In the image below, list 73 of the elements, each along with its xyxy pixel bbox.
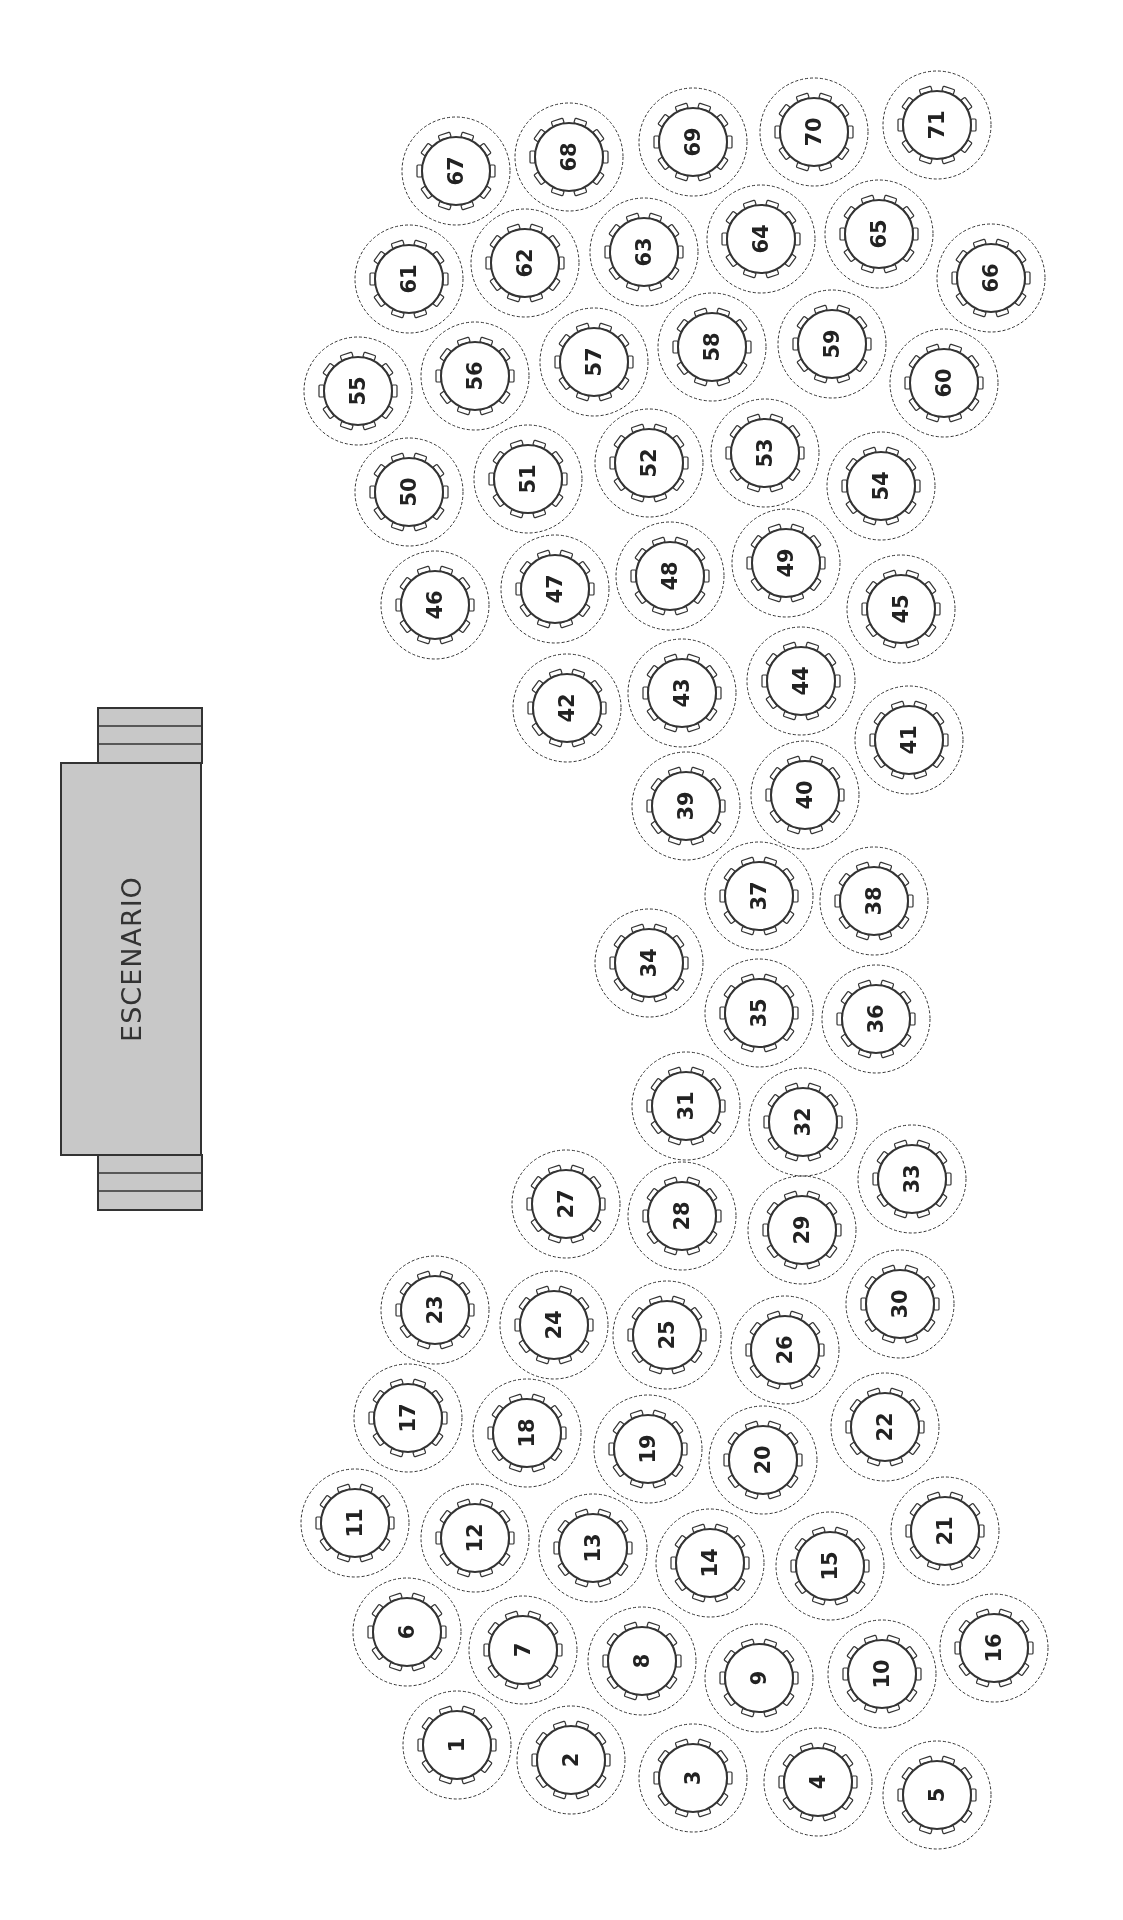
table-number: 22	[873, 1412, 898, 1442]
table-number: 45	[889, 594, 914, 624]
table-number: 65	[867, 219, 892, 249]
table-number: 36	[863, 1004, 888, 1034]
table-number: 48	[657, 560, 682, 591]
stage-label: ESCENARIO	[115, 876, 147, 1042]
table-number: 68	[557, 142, 582, 172]
table-number: 37	[747, 881, 772, 912]
table-number: 13	[580, 1533, 605, 1563]
table-number: 7	[510, 1642, 535, 1657]
table-number: 30	[888, 1289, 913, 1319]
table-number: 66	[978, 263, 1003, 293]
table-number: 53	[753, 438, 778, 468]
table-number: 21	[933, 1516, 958, 1546]
table-number: 51	[515, 464, 540, 494]
table-number: 46	[422, 590, 447, 620]
table-number: 58	[699, 331, 724, 362]
table-number: 18	[514, 1418, 539, 1448]
table-number: 64	[748, 224, 773, 254]
table-number: 55	[345, 376, 370, 406]
table-number: 60	[932, 368, 957, 398]
table-number: 56	[463, 361, 488, 391]
table-number: 25	[655, 1320, 680, 1350]
table-number: 4	[806, 1774, 831, 1790]
table-number: 20	[750, 1445, 775, 1475]
table-number: 57	[581, 347, 606, 378]
table-number: 28	[670, 1201, 695, 1231]
table-number: 31	[673, 1091, 698, 1121]
table-number: 34	[637, 947, 662, 978]
table-number: 29	[790, 1214, 815, 1245]
table-number: 69	[681, 127, 706, 157]
table-number: 39	[673, 791, 698, 821]
table-number: 6	[394, 1625, 419, 1640]
table-number: 1	[444, 1737, 469, 1753]
stage-platform	[60, 762, 202, 1156]
table-number: 23	[422, 1295, 447, 1325]
table-number: 40	[792, 780, 817, 810]
table-number: 11	[343, 1508, 368, 1539]
table-number: 24	[541, 1310, 566, 1340]
table-number: 15	[818, 1551, 843, 1581]
table-number: 67	[443, 156, 468, 187]
table-number: 26	[773, 1334, 797, 1365]
table-number: 44	[788, 666, 813, 696]
table-number: 50	[397, 477, 422, 507]
table-number: 16	[982, 1633, 1007, 1663]
table-number: 10	[869, 1659, 894, 1689]
table-number: 70	[802, 117, 827, 147]
table-number: 59	[819, 329, 844, 359]
table-number: 63	[632, 237, 657, 267]
table-number: 33	[900, 1164, 925, 1194]
table-number: 43	[670, 678, 695, 708]
table-number: 17	[395, 1403, 420, 1433]
table-number: 62	[513, 248, 538, 278]
table-number: 49	[774, 548, 799, 578]
table-number: 54	[868, 471, 893, 501]
table-number: 52	[637, 448, 662, 478]
table-number: 42	[555, 693, 579, 723]
table-number: 38	[862, 886, 887, 916]
table-number: 41	[896, 725, 921, 755]
table-number: 3	[681, 1770, 706, 1786]
table-number: 32	[791, 1107, 816, 1137]
table-number: 19	[635, 1434, 660, 1464]
table-number: 9	[747, 1670, 772, 1686]
table-number: 71	[924, 110, 949, 140]
table-number: 27	[553, 1189, 578, 1219]
table-number: 14	[698, 1548, 723, 1578]
table-number: 2	[558, 1752, 583, 1768]
table-number: 35	[747, 998, 772, 1028]
table-number: 61	[397, 264, 422, 294]
table-number: 12	[463, 1523, 488, 1553]
table-number: 8	[629, 1653, 654, 1668]
table-number: 47	[542, 574, 567, 604]
table-number: 5	[924, 1788, 949, 1803]
